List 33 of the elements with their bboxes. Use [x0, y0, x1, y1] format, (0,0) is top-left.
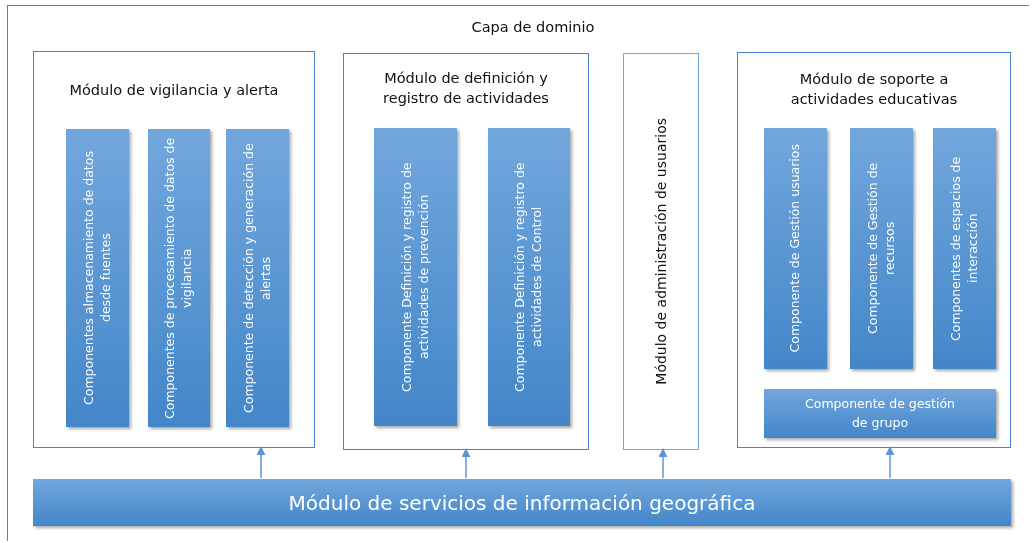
component-label: Componente de Gestión de recursos [864, 161, 898, 337]
arrow [461, 448, 471, 479]
component-box [933, 128, 996, 369]
layer-title: Capa de dominio [470, 18, 596, 37]
component-label: Componentes de procesamiento de datos de vigilancia [162, 137, 195, 419]
component-box [850, 128, 913, 369]
component-label: Componentes almacenamiento de datos desde fuentes [80, 150, 114, 407]
arrow [256, 446, 266, 479]
component-label: Componente de detección y generación de alertas [240, 142, 274, 415]
arrow [885, 446, 895, 479]
module-box [737, 52, 1011, 448]
module-box [343, 53, 589, 450]
component-box [148, 129, 210, 427]
module-box [623, 53, 699, 450]
component-label: Componente Definición y registro de actividades de Control [512, 161, 545, 394]
service-bar [33, 479, 1011, 526]
module-title: Módulo de soporte a actividades educativas [790, 71, 958, 108]
arrow [658, 448, 668, 479]
component-box [374, 128, 457, 426]
module-title: Módulo de administración de usuarios [651, 118, 670, 385]
component-box [764, 389, 996, 438]
component-box [66, 129, 129, 427]
service-title: Módulo de servicios de información geográfica [288, 490, 756, 515]
module-title: Módulo de vigilancia y alerta [69, 82, 279, 98]
component-label: Componente de gestión de grupo [804, 395, 956, 432]
component-box [488, 128, 570, 426]
component-box [226, 129, 289, 427]
module-box [33, 51, 315, 448]
component-box [764, 128, 827, 369]
component-label: Componente Definición y registro de actividades de prevención [398, 161, 432, 394]
component-label: Componentes de espacios de interacción [947, 155, 981, 343]
module-title: Módulo de definición y registro de actividades [383, 70, 549, 107]
component-label: Componente de Gestión usuarios [787, 144, 804, 353]
